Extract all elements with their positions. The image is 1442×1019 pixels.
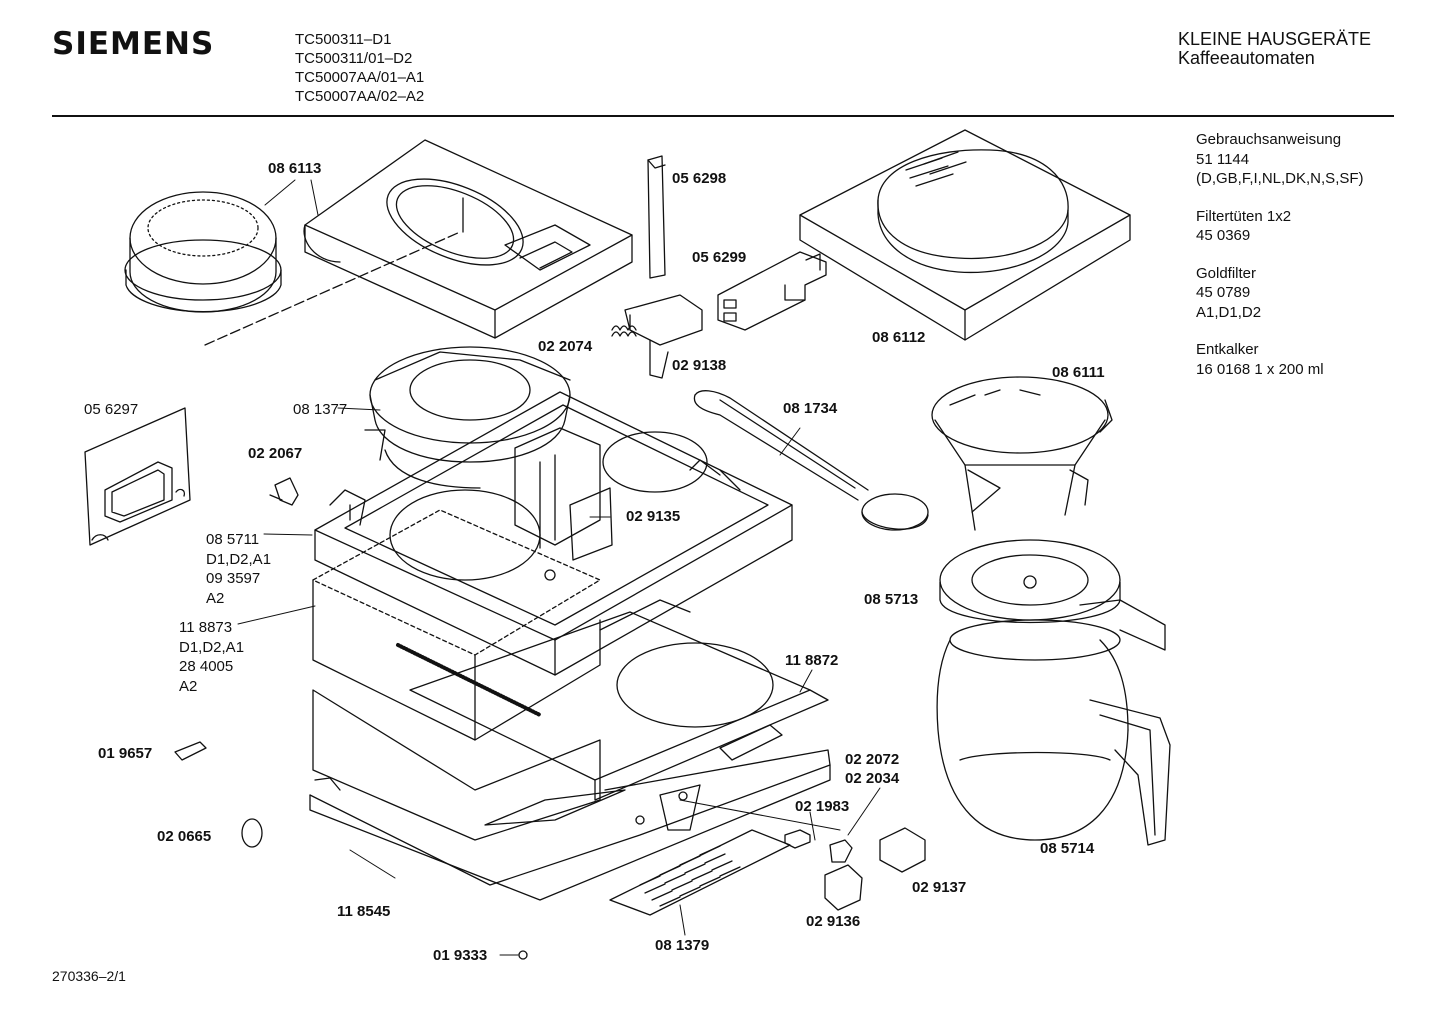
accessory-list: Gebrauchsanweisung 51 1144 (D,GB,F,I,NL,… (1196, 130, 1364, 379)
part-label-02-2072: 02 2072 (845, 751, 900, 768)
part-label-02-2034: 02 2034 (845, 770, 900, 787)
category-block: KLEINE HAUSGERÄTE Kaffeeautomaten (1178, 30, 1371, 68)
heater-box-drawing (313, 510, 690, 740)
part-label-05-6299: 05 6299 (692, 249, 747, 266)
part-label-08-5711: 08 5711 D1,D2,A1 09 3597 A2 (206, 530, 271, 608)
accessory-name: Entkalker (1196, 341, 1259, 358)
part-number: 09 3597 (206, 570, 261, 587)
part-label-05-6298: 05 6298 (672, 170, 727, 187)
bottom-tray-drawing (310, 690, 830, 900)
strip-part-drawing (648, 156, 665, 278)
model-number: TC500311/01–D2 (295, 50, 413, 67)
part-variant: A2 (179, 677, 198, 695)
model-number: TC500311–D1 (295, 31, 392, 48)
filter-cone-drawing (932, 377, 1112, 530)
part-label-01-9333: 01 9333 (433, 947, 488, 964)
accessory-name: Goldfilter (1196, 264, 1257, 282)
part-label-02-2067: 02 2067 (248, 445, 303, 462)
part-label-02-0665: 02 0665 (157, 828, 212, 845)
header-divider (52, 115, 1394, 117)
accessory-item: Entkalker 16 0168 1 x 200 ml (1196, 340, 1364, 379)
hinge-plate-drawing (718, 252, 826, 330)
part-label-01-9657: 01 9657 (98, 745, 153, 762)
accessory-detail: 16 0168 1 x 200 ml (1196, 360, 1324, 378)
part-label-08-1734: 08 1734 (783, 400, 838, 417)
leader-lines (238, 180, 880, 955)
part-variant: D1,D2,A1 (179, 638, 245, 656)
filter-holder-drawing (365, 347, 570, 488)
part-number: 28 4005 (179, 658, 234, 675)
part-label-08-6113: 08 6113 (268, 160, 322, 177)
model-number: TC50007AA/02–A2 (295, 88, 425, 105)
document-number: 270336–2/1 (52, 968, 126, 984)
part-number: 11 8873 (179, 619, 233, 636)
siemens-logo: SIEMENS (52, 26, 215, 62)
part-label-02-1983: 02 1983 (795, 798, 850, 815)
model-number: TC50007AA/01–A1 (295, 69, 425, 86)
accessory-name: Filtertüten 1x2 (1196, 207, 1292, 225)
accessory-item: Goldfilter 45 0789 A1,D1,D2 (1196, 264, 1364, 323)
base-plate-drawing (410, 612, 828, 800)
accessory-item: Gebrauchsanweisung 51 1144 (D,GB,F,I,NL,… (1196, 130, 1364, 189)
category-title: KLEINE HAUSGERÄTE (1178, 29, 1372, 49)
accessory-detail: 51 1144 (1196, 150, 1250, 168)
model-list: TC500311–D1 TC500311/01–D2 TC50007AA/01–… (295, 30, 424, 106)
carafe-lid-drawing (940, 540, 1165, 650)
part-label-08-1377: 08 1377 (293, 401, 348, 418)
part-label-08-1379: 08 1379 (655, 937, 710, 954)
part-variant: A2 (206, 589, 225, 607)
part-label-05-6297: 05 6297 (84, 401, 139, 418)
base-housing-drawing (315, 392, 792, 675)
accessory-detail: 45 0369 (1196, 227, 1251, 244)
part-label-02-2074: 02 2074 (538, 338, 593, 355)
subcategory-title: Kaffeeautomaten (1178, 48, 1315, 68)
part-label-11-8545: 11 8545 (337, 903, 391, 920)
part-label-11-8872: 11 8872 (785, 652, 839, 669)
part-label-11-8873: 11 8873 D1,D2,A1 28 4005 A2 (179, 618, 244, 696)
accessory-name: Gebrauchsanweisung (1196, 131, 1342, 148)
part-label-08-6111: 08 6111 (1052, 364, 1105, 381)
top-lid-plate-drawing (205, 140, 632, 345)
water-tank-lid-drawing (800, 130, 1130, 340)
part-label-02-9135: 02 9135 (626, 508, 681, 525)
clip-part-drawing (270, 478, 298, 505)
accessory-detail: 45 0789 (1196, 284, 1251, 301)
accessory-detail: (D,GB,F,I,NL,DK,N,S,SF) (1196, 170, 1364, 187)
part-label-08-6112: 08 6112 (872, 329, 926, 346)
bracket-plate-drawing (85, 408, 190, 545)
lid-cap-drawing (125, 192, 281, 312)
carafe-drawing (937, 620, 1170, 845)
part-variant: D1,D2,A1 (206, 550, 272, 568)
measuring-spoon-drawing (694, 391, 928, 530)
accessory-detail: A1,D1,D2 (1196, 303, 1262, 321)
part-label-02-9138: 02 9138 (672, 357, 727, 374)
part-number: 08 5711 (206, 531, 260, 548)
drip-grill-drawing (610, 830, 790, 915)
part-label-02-9136: 02 9136 (806, 913, 861, 930)
switches-drawing (175, 742, 925, 959)
button-spring-drawing (612, 295, 702, 378)
accessory-item: Filtertüten 1x2 45 0369 (1196, 207, 1364, 246)
part-label-08-5713: 08 5713 (864, 591, 919, 608)
part-label-08-5714: 08 5714 (1040, 840, 1095, 857)
part-label-02-9137: 02 9137 (912, 879, 967, 896)
